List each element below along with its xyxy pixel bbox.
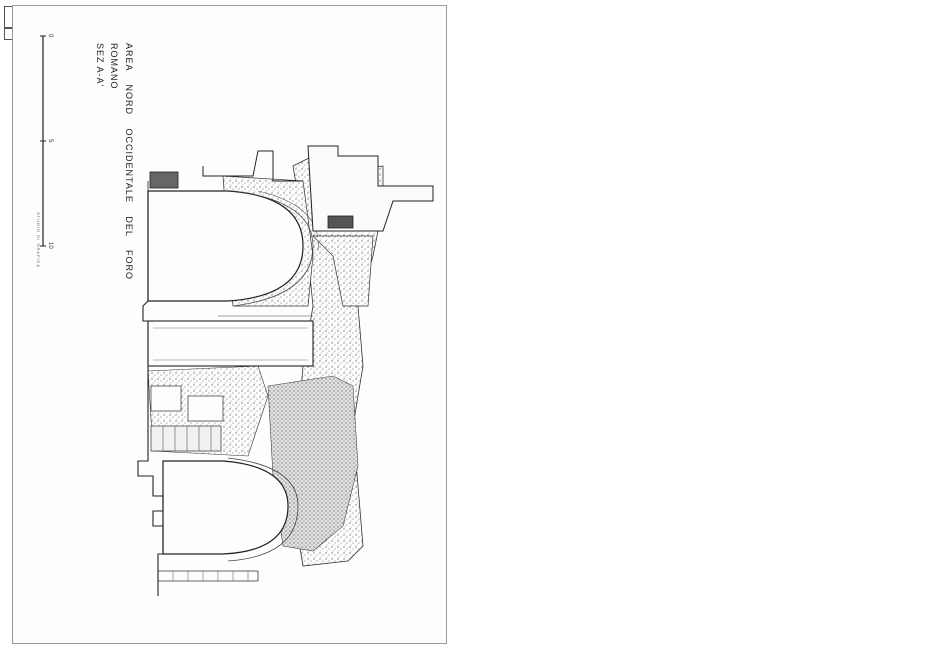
scale-bar xyxy=(40,35,46,247)
drawing-sheet: AREA NORD OCCIDENTALE DEL FORO ROMANO SE… xyxy=(12,5,447,644)
section-drawing xyxy=(137,145,434,596)
